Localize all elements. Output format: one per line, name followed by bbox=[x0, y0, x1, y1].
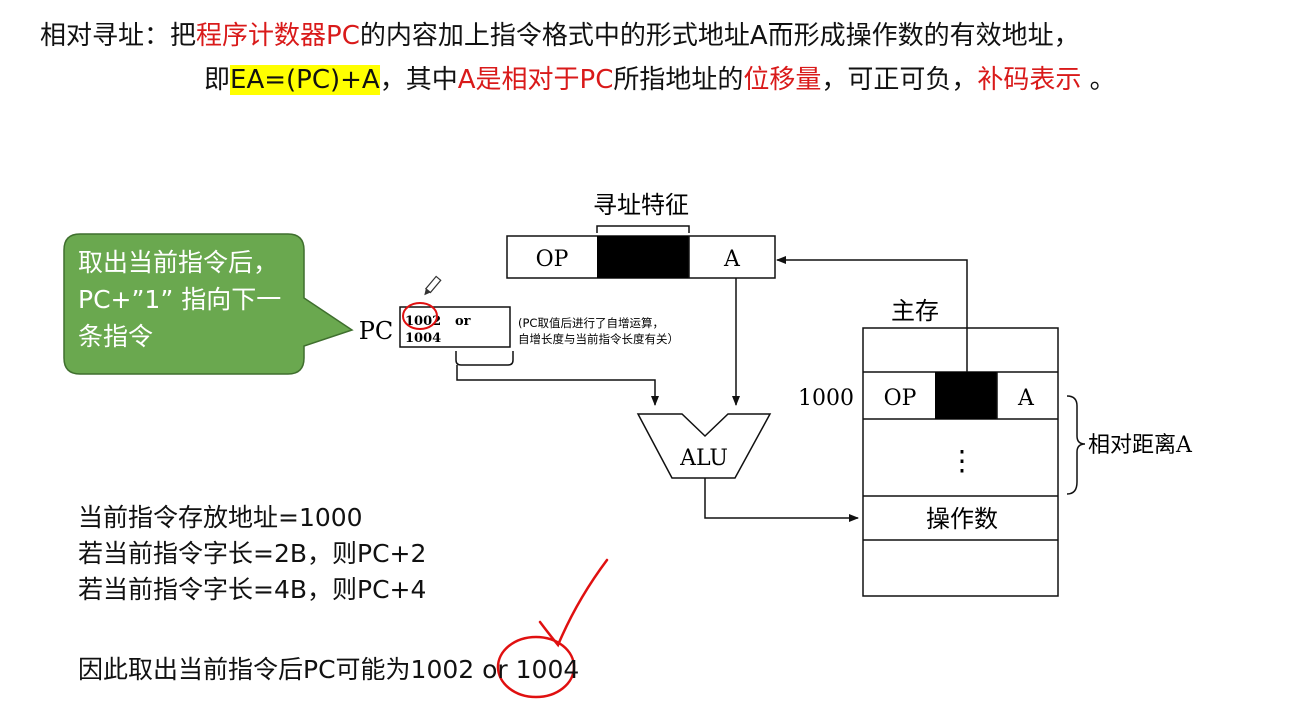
memory-title: 主存 bbox=[891, 297, 939, 325]
memory-ellipsis: ⋮ bbox=[948, 444, 976, 477]
memory-op: OP bbox=[884, 386, 917, 411]
header-line-1-rest: 的内容加上指令格式中的形式地址A而形成操作数的有效地址， bbox=[359, 21, 1080, 51]
ea-formula: EA=(PC)+A bbox=[230, 65, 380, 95]
header-mid-3: ，可正可负， bbox=[821, 65, 978, 95]
memory-to-instruction-arrow bbox=[776, 256, 968, 372]
header-mid-2: 所指地址的 bbox=[613, 65, 744, 95]
alu-label: ALU bbox=[679, 446, 728, 471]
header-label: 相对寻址：把 bbox=[40, 21, 197, 51]
pc-label: PC bbox=[359, 317, 394, 345]
feature-bracket bbox=[596, 225, 690, 233]
pc-to-alu-arrow bbox=[456, 365, 659, 406]
relative-distance-brace bbox=[1066, 395, 1086, 495]
note-line-3: 若当前指令字长=4B，则PC+4 bbox=[78, 575, 427, 604]
conclusion-prefix: 因此取出当前指令后PC可能为 bbox=[78, 655, 411, 684]
pc-note-2: 自增长度与当前指令长度有关） bbox=[518, 332, 679, 346]
callout-bubble bbox=[63, 233, 354, 375]
instruction-a: A bbox=[723, 247, 741, 272]
answer-red-circle bbox=[496, 635, 576, 699]
pc-bracket bbox=[455, 351, 514, 366]
alu-to-operand-arrow bbox=[704, 478, 859, 522]
pc-register bbox=[399, 306, 511, 348]
header-line-1: 相对寻址：把程序计数器PC的内容加上指令格式中的形式地址A而形成操作数的有效地址… bbox=[40, 14, 1116, 58]
pc-or: or bbox=[455, 314, 471, 329]
displacement-term: 位移量 bbox=[743, 65, 822, 95]
memory-feature-field bbox=[935, 372, 997, 419]
conclusion-or: or bbox=[474, 655, 516, 684]
header-line-2: 即EA=(PC)+A，其中A是相对于PC所指地址的位移量，可正可负，补码表示 。 bbox=[40, 58, 1116, 102]
pc-value-1004: 1004 bbox=[405, 331, 441, 346]
instruction-op: OP bbox=[536, 247, 569, 272]
pc-term: 程序计数器PC bbox=[196, 21, 360, 51]
operand-label: 操作数 bbox=[926, 505, 998, 533]
note-line-1: 当前指令存放地址=1000 bbox=[78, 503, 363, 532]
conclusion-value-1004: 1004 bbox=[515, 655, 580, 684]
header-mid-1: ，其中 bbox=[379, 65, 458, 95]
addressing-feature-title: 寻址特征 bbox=[593, 191, 689, 219]
note-line-4: 因此取出当前指令后PC可能为1002 or 1004 bbox=[78, 652, 579, 688]
notes: 当前指令存放地址=1000 若当前指令字长=2B，则PC+2 若当前指令字长=4… bbox=[78, 500, 579, 688]
addressing-feature-field bbox=[597, 236, 689, 278]
complement-term: 补码表示 bbox=[977, 65, 1082, 95]
memory-address: 1000 bbox=[798, 386, 854, 411]
a-relative-pc: A是相对于PC bbox=[457, 65, 614, 95]
conclusion-value-1002: 1002 bbox=[410, 655, 475, 684]
header: 相对寻址：把程序计数器PC的内容加上指令格式中的形式地址A而形成操作数的有效地址… bbox=[40, 14, 1116, 102]
memory-a: A bbox=[1017, 386, 1035, 411]
header-prefix: 即 bbox=[204, 65, 231, 95]
check-mark-icon bbox=[538, 558, 609, 648]
pc-red-circle bbox=[402, 302, 438, 330]
pen-icon bbox=[424, 275, 442, 296]
header-end: 。 bbox=[1081, 65, 1116, 95]
pc-note-1: (PC取值后进行了自增运算， bbox=[518, 316, 664, 330]
note-line-2: 若当前指令字长=2B，则PC+2 bbox=[78, 539, 427, 568]
callout-text: 取出当前指令后，PC+”1” 指向下一条指令 bbox=[78, 248, 282, 351]
alu bbox=[636, 413, 772, 479]
relative-distance-label: 相对距离A bbox=[1088, 433, 1193, 458]
